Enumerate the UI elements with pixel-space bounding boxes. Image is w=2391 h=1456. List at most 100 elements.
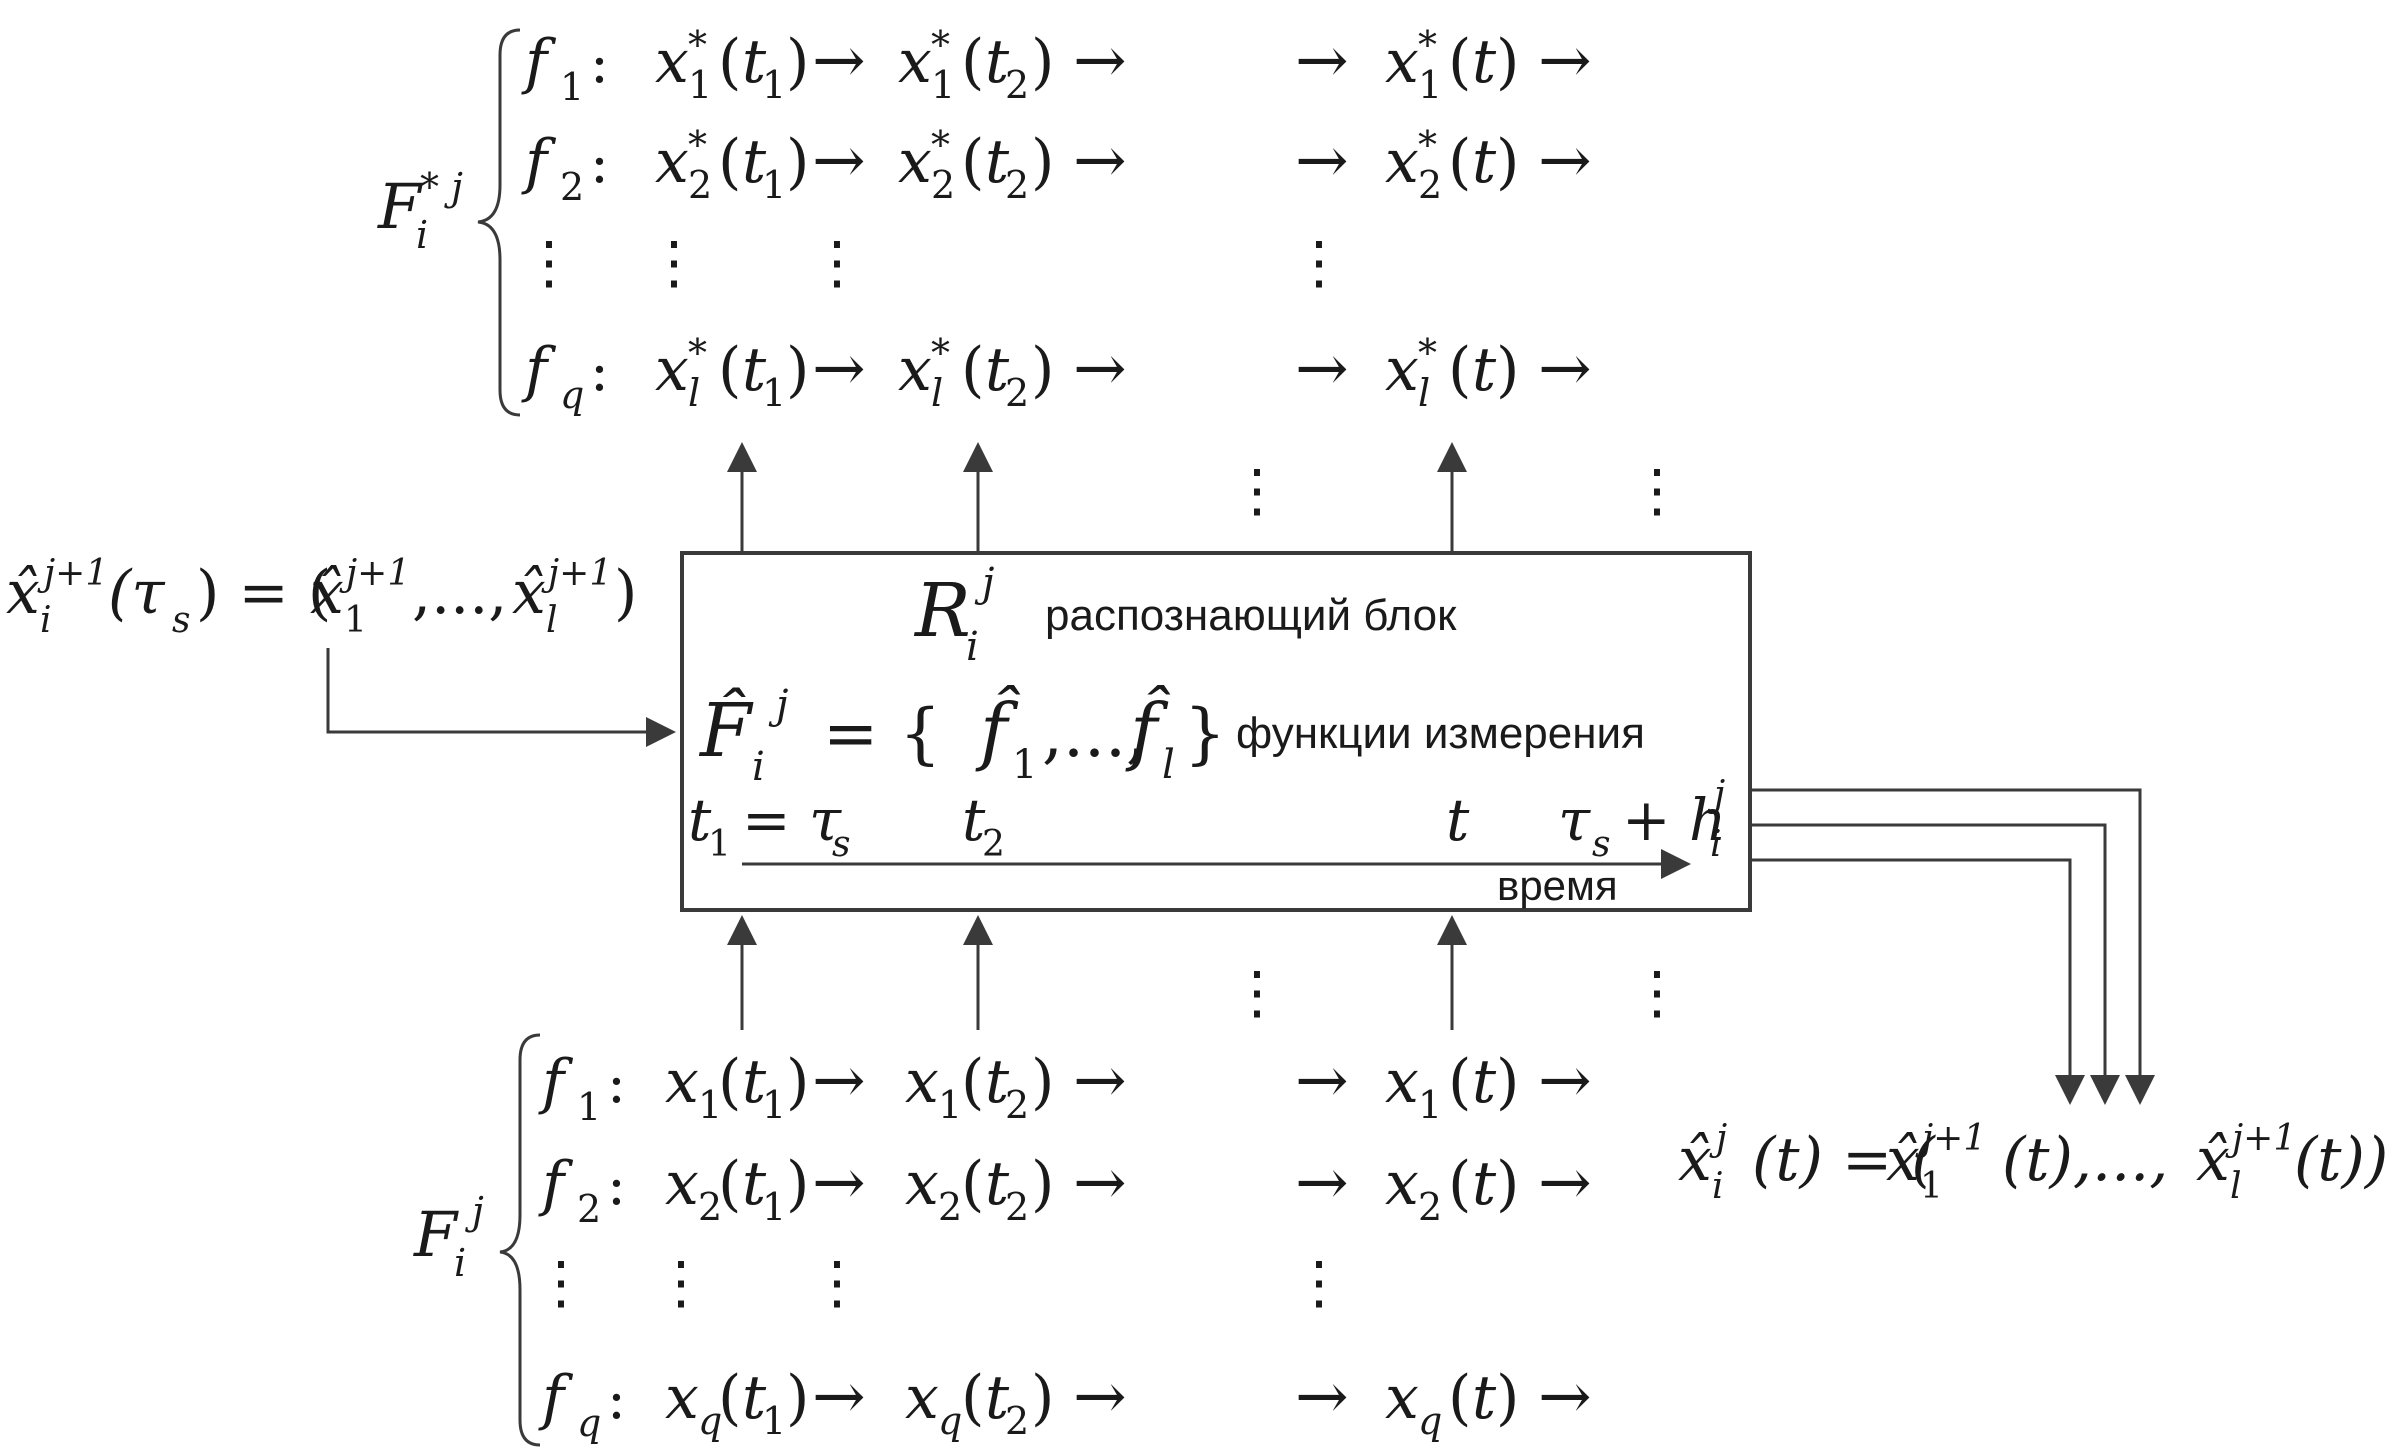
svg-text:x̂: x̂: [6, 558, 40, 628]
svg-text:R: R: [913, 568, 971, 654]
svg-text::: :: [607, 1153, 626, 1218]
svg-text:x: x: [1385, 335, 1419, 405]
svg-text:= τ: = τ: [742, 786, 842, 854]
right-output-arrow-2: [1750, 823, 2120, 1105]
svg-text:f: f: [521, 27, 557, 97]
svg-text:⋮: ⋮: [532, 1248, 590, 1316]
svg-text:x̂: x̂: [2196, 1125, 2230, 1195]
svg-text:x̂: x̂: [310, 558, 344, 628]
svg-text:): ): [1031, 1363, 1054, 1433]
svg-text:t: t: [742, 27, 767, 97]
lower-vdots-2: ⋮: [1628, 958, 1686, 1026]
svg-text:2: 2: [1005, 1185, 1029, 1229]
svg-text:t: t: [985, 27, 1010, 97]
svg-text:1: 1: [688, 63, 712, 107]
svg-text:⋮: ⋮: [520, 228, 578, 296]
svg-text:1: 1: [762, 1399, 786, 1443]
svg-text:t: t: [1446, 786, 1470, 854]
svg-text:⋮: ⋮: [645, 228, 703, 296]
svg-text:j+1: j+1: [1915, 1118, 1986, 1159]
svg-text:x: x: [665, 1047, 699, 1117]
svg-text:→: →: [812, 1360, 866, 1434]
svg-text:s: s: [172, 600, 190, 641]
svg-text:): ): [786, 27, 809, 97]
top-row-vdots: ⋮ ⋮ ⋮ ⋮: [520, 228, 1348, 296]
svg-text:): ): [786, 1047, 809, 1117]
upper-vdots-2: ⋮: [1628, 456, 1686, 524]
svg-text:2: 2: [1005, 371, 1029, 415]
svg-text::: :: [590, 131, 609, 196]
svg-text:j+1: j+1: [339, 553, 410, 594]
svg-text:j+1: j+1: [37, 553, 108, 594]
svg-text:x: x: [1385, 127, 1419, 197]
svg-text:⋮: ⋮: [808, 228, 866, 296]
svg-text:→: →: [1073, 1044, 1127, 1118]
svg-text:1: 1: [1418, 63, 1442, 107]
svg-text:1: 1: [762, 1083, 786, 1127]
svg-text:(: (: [1448, 1149, 1471, 1219]
upper-vdots-1: ⋮: [1228, 456, 1286, 524]
input-arrow: [326, 648, 676, 747]
svg-text:t: t: [985, 1149, 1010, 1219]
svg-text:(: (: [718, 335, 741, 405]
svg-text:1: 1: [344, 600, 367, 641]
top-row-q: f q : x l * ( t 1 ) → x l * ( t 2 ) → → …: [521, 331, 1592, 417]
svg-text:1: 1: [698, 1083, 722, 1127]
svg-text:⋮: ⋮: [652, 1248, 710, 1316]
svg-text:x: x: [665, 1363, 699, 1433]
svg-text:): ): [1031, 27, 1054, 97]
top-row-2: f 2 : x 2 * ( t 1 ) → x 2 * ( t 2 ) → → …: [521, 123, 1592, 209]
svg-text:⋮: ⋮: [808, 1248, 866, 1316]
output-formula: x̂ i j (t) = ( x̂ 1 j+1 (t),..., x̂ l j+…: [1678, 1118, 2388, 1207]
svg-text:= {: = {: [823, 695, 941, 772]
svg-text:*: *: [1418, 331, 1437, 375]
block-R-caption: распознающий блок: [1045, 591, 1457, 640]
svg-text:l: l: [2230, 1166, 2242, 1207]
svg-text:l: l: [688, 371, 700, 415]
svg-text:t: t: [742, 1363, 767, 1433]
svg-text:*: *: [931, 23, 950, 67]
svg-text:): ): [1031, 335, 1054, 405]
svg-text:* j: * j: [420, 165, 463, 209]
svg-text:1: 1: [1012, 742, 1037, 788]
svg-text:(: (: [961, 27, 984, 97]
svg-text:x: x: [898, 27, 932, 97]
block-time-labels: t 1 = τ s t 2 t τ s + h i j: [688, 774, 1726, 865]
svg-text:i: i: [416, 213, 428, 257]
svg-text:): ): [1496, 335, 1519, 405]
svg-text:): ): [1496, 1047, 1519, 1117]
svg-text:(: (: [1448, 335, 1471, 405]
svg-text:(: (: [1448, 1047, 1471, 1117]
svg-text::: :: [607, 1367, 626, 1432]
svg-text:i: i: [40, 600, 52, 641]
svg-text:(: (: [961, 335, 984, 405]
svg-text:): ): [786, 1363, 809, 1433]
svg-text:x: x: [1385, 1363, 1419, 1433]
right-output-arrow-1: [1750, 788, 2155, 1105]
svg-text:): ): [1031, 1149, 1054, 1219]
svg-text:t: t: [742, 127, 767, 197]
bottom-row-vdots: ⋮ ⋮ ⋮ ⋮: [532, 1248, 1348, 1316]
svg-text:i: i: [454, 1241, 466, 1285]
svg-text:t: t: [985, 335, 1010, 405]
svg-text:1: 1: [762, 1185, 786, 1229]
svg-text:): ): [1496, 1363, 1519, 1433]
svg-text:1: 1: [577, 1085, 601, 1129]
svg-text:x: x: [898, 127, 932, 197]
svg-text:2: 2: [938, 1185, 962, 1229]
svg-text:⋮: ⋮: [1290, 228, 1348, 296]
svg-text:→: →: [1538, 124, 1592, 198]
svg-text:(: (: [718, 127, 741, 197]
svg-text:l: l: [1162, 742, 1175, 788]
svg-text:1: 1: [762, 63, 786, 107]
svg-text:x: x: [655, 27, 689, 97]
svg-text:x: x: [905, 1149, 939, 1219]
svg-text:(: (: [718, 1149, 741, 1219]
svg-text:→: →: [1073, 24, 1127, 98]
svg-text:): ): [1031, 1047, 1054, 1117]
svg-text:*: *: [1418, 123, 1437, 167]
svg-text:f: f: [521, 127, 557, 197]
lower-vdots-1: ⋮: [1228, 958, 1286, 1026]
svg-text:): ): [786, 335, 809, 405]
svg-text:t: t: [1472, 335, 1497, 405]
